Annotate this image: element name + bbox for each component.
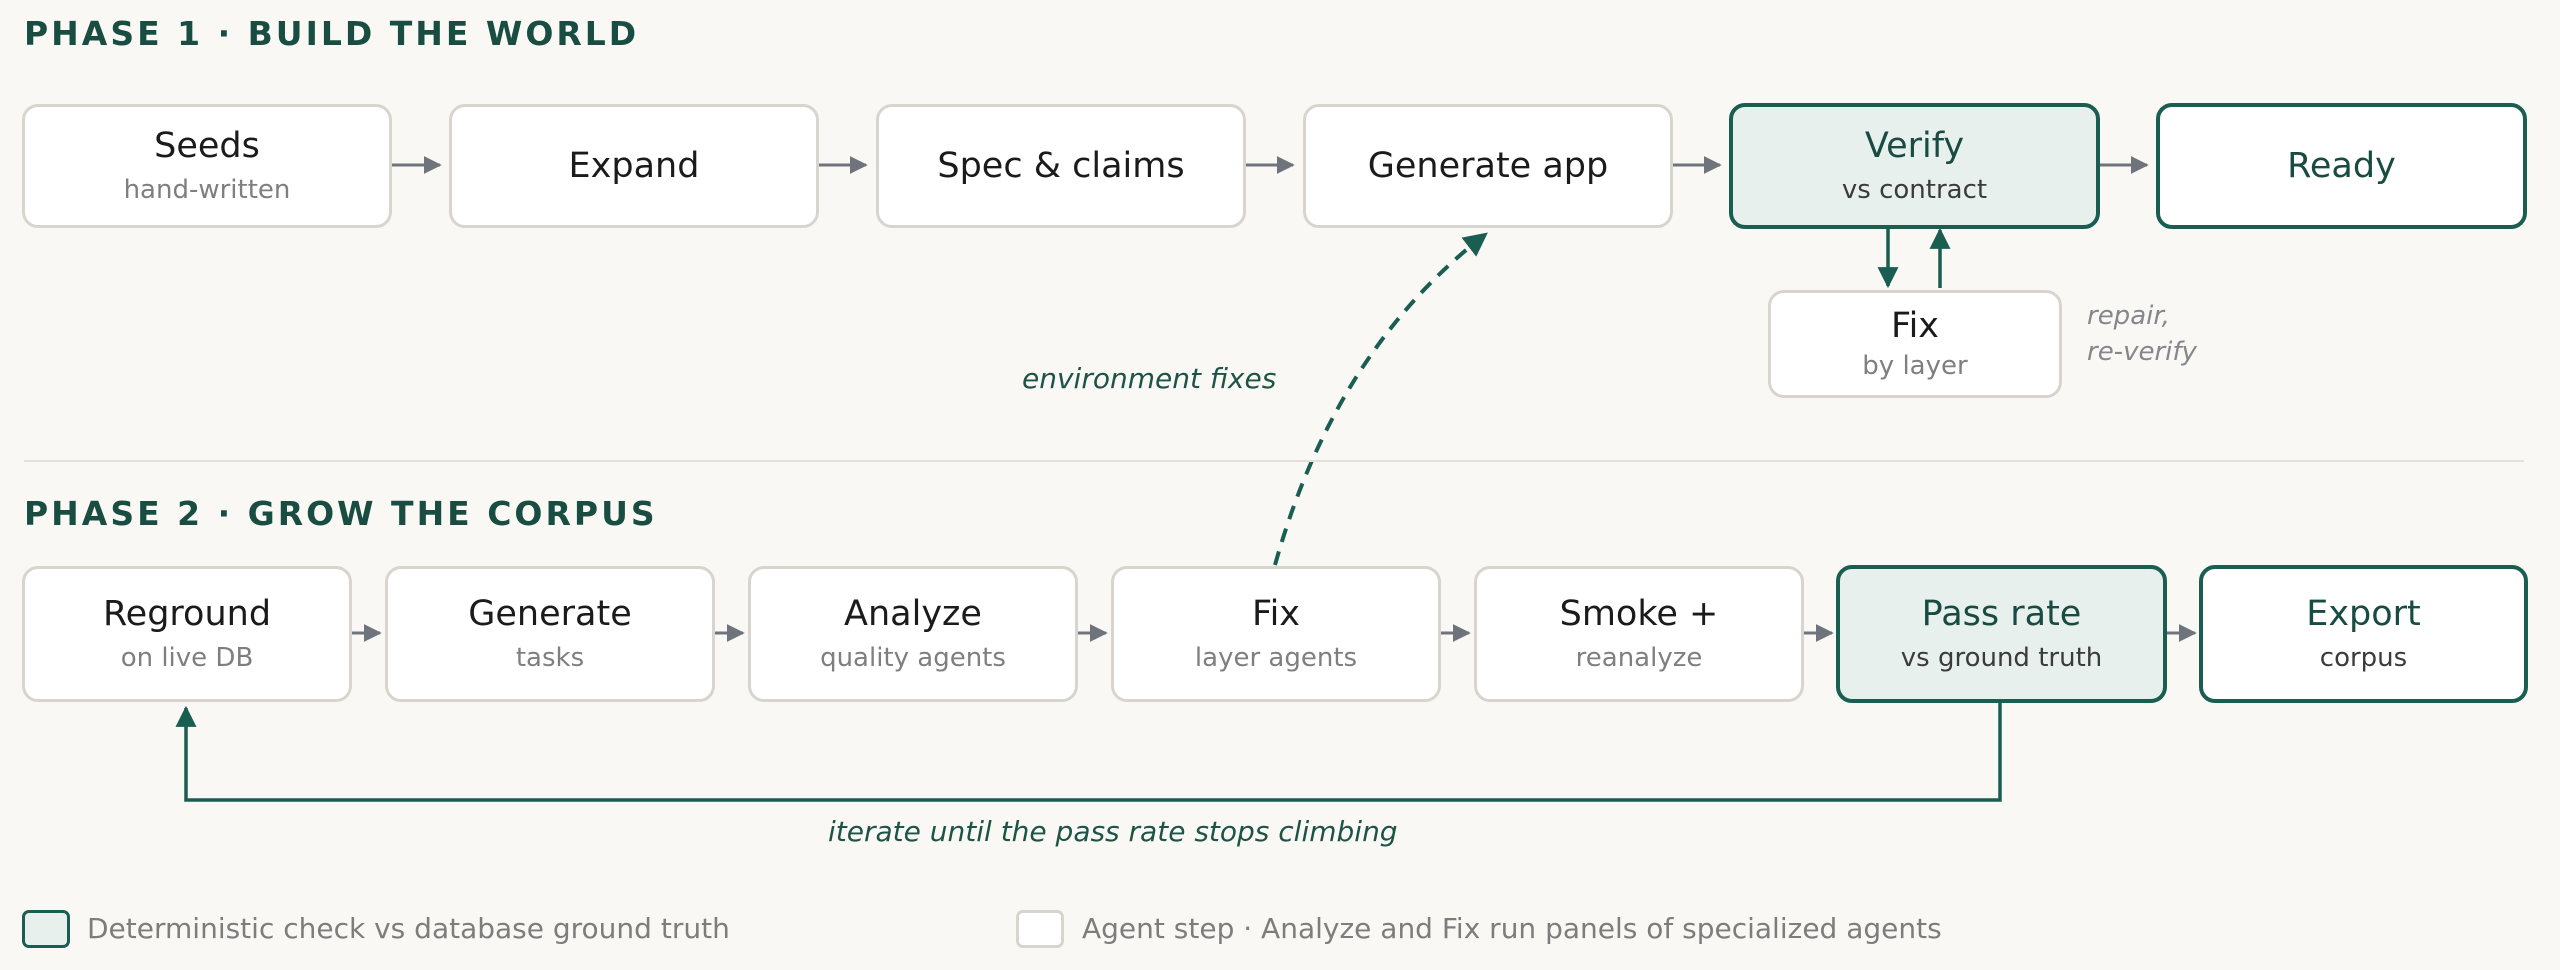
node-verify-title: Verify xyxy=(1864,126,1965,166)
fix-note-line-1: repair, xyxy=(2087,301,2170,331)
legend-agent-text: Agent step · Analyze and Fix run panels … xyxy=(1082,912,1942,945)
fix-note-line-2: re-verify xyxy=(2087,337,2197,367)
environment-fixes-label: environment fixes xyxy=(1022,362,1277,395)
node-generate-app: Generate app xyxy=(1303,104,1673,228)
phase-divider xyxy=(24,460,2524,462)
node-fix-by-layer: Fix by layer xyxy=(1768,290,2062,398)
node-ready-title: Ready xyxy=(2287,146,2396,186)
node-reground-sub: on live DB xyxy=(120,643,254,673)
node-seeds-title: Seeds xyxy=(154,126,260,166)
node-seeds: Seeds hand-written xyxy=(22,104,392,228)
node-verify: Verify vs contract xyxy=(1729,103,2100,229)
node-generate-tasks: Generate tasks xyxy=(385,566,715,702)
node-analyze-title: Analyze xyxy=(844,594,982,634)
node-expand: Expand xyxy=(449,104,819,228)
node-pass-rate-sub: vs ground truth xyxy=(1900,643,2103,673)
node-generate-app-title: Generate app xyxy=(1367,146,1609,186)
node-analyze-sub: quality agents xyxy=(820,643,1006,673)
node-smoke-reanalyze: Smoke + reanalyze xyxy=(1474,566,1804,702)
node-reground: Reground on live DB xyxy=(22,566,352,702)
node-pass-rate: Pass rate vs ground truth xyxy=(1836,565,2167,703)
node-spec-claims: Spec & claims xyxy=(876,104,1246,228)
legend-deterministic-text: Deterministic check vs database ground t… xyxy=(87,912,730,945)
node-pass-rate-title: Pass rate xyxy=(1921,594,2082,634)
node-fix-layer-agents: Fix layer agents xyxy=(1111,566,1441,702)
arrow-environment-fixes xyxy=(1273,232,1488,566)
phase-1-title: PHASE 1 · BUILD THE WORLD xyxy=(24,14,640,53)
fix-note: repair, re-verify xyxy=(2087,298,2197,370)
node-fix-title: Fix xyxy=(1890,306,1940,346)
node-seeds-sub: hand-written xyxy=(123,175,291,205)
node-fix-sub: by layer xyxy=(1862,351,1968,381)
iterate-loop-label: iterate until the pass rate stops climbi… xyxy=(828,815,1398,848)
legend-swatch-deterministic xyxy=(22,910,70,948)
node-analyze: Analyze quality agents xyxy=(748,566,1078,702)
node-export-title: Export xyxy=(2306,594,2421,634)
node-reground-title: Reground xyxy=(102,594,272,634)
node-generate-sub: tasks xyxy=(515,643,585,673)
node-fix2-sub: layer agents xyxy=(1194,643,1358,673)
node-smoke-sub: reanalyze xyxy=(1575,643,1703,673)
node-fix2-title: Fix xyxy=(1251,594,1301,634)
node-export-sub: corpus xyxy=(2319,643,2408,673)
node-verify-sub: vs contract xyxy=(1841,175,1988,205)
node-export: Export corpus xyxy=(2199,565,2528,703)
legend-swatch-agent xyxy=(1016,910,1064,948)
phase-2-title: PHASE 2 · GROW THE CORPUS xyxy=(24,494,658,533)
arrow-iterate-loop xyxy=(175,703,2002,802)
node-expand-title: Expand xyxy=(568,146,700,186)
node-generate-title: Generate xyxy=(468,594,632,634)
node-spec-claims-title: Spec & claims xyxy=(937,146,1185,186)
node-ready: Ready xyxy=(2156,103,2527,229)
node-smoke-title: Smoke + xyxy=(1559,594,1719,634)
